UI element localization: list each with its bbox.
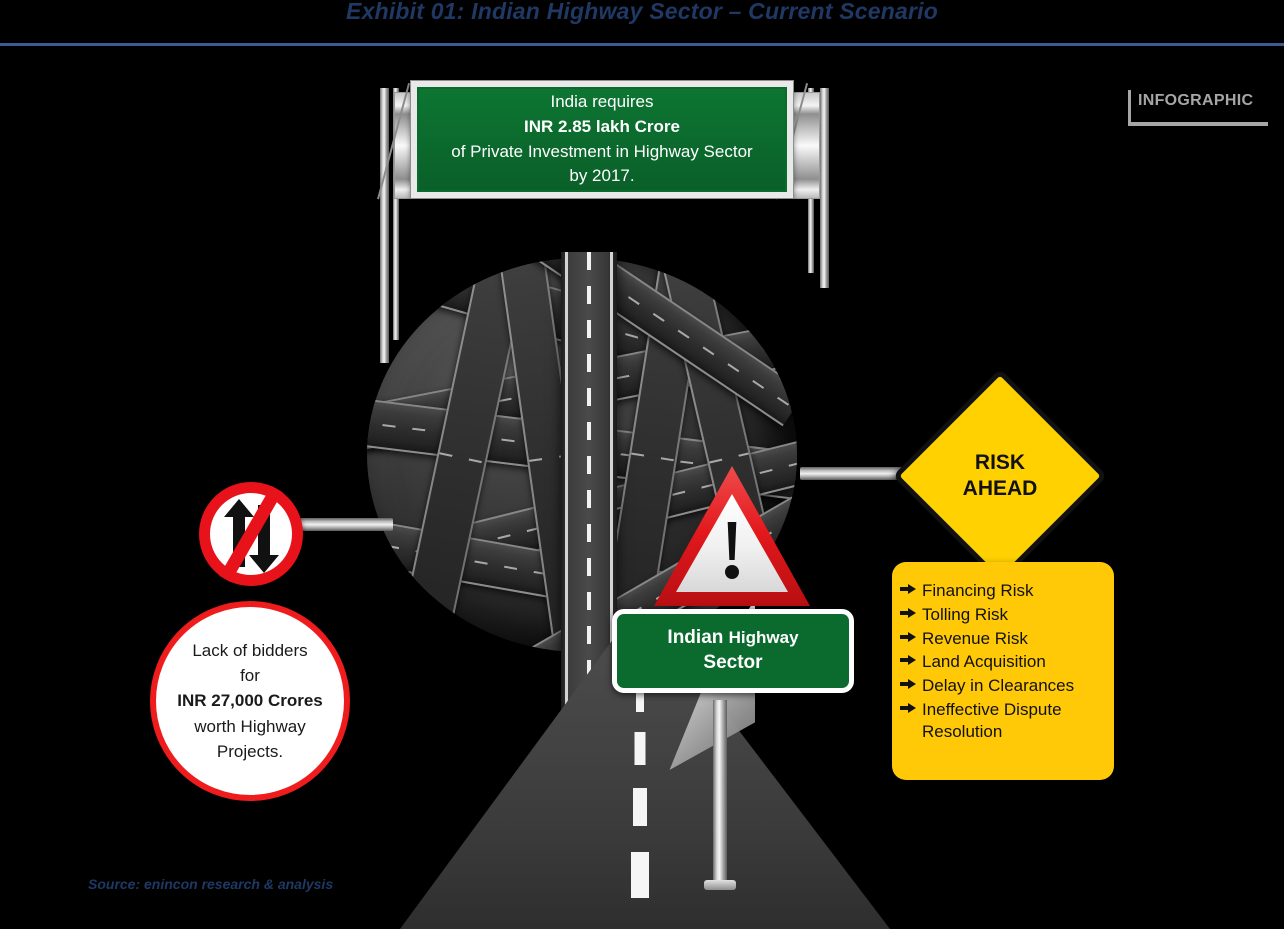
risk-list-item: Financing Risk [900,580,1104,602]
risk-list-item: Ineffective Dispute Resolution [900,699,1104,743]
source-note: Source: enincon research & analysis [88,876,334,892]
lack-of-bidders-callout: Lack of bidders for INR 27,000 Crores wo… [150,601,350,801]
road-dash [631,852,649,898]
bidders-line-5: Projects. [216,741,284,761]
gantry-sign-line-3: of Private Investment in Highway Sector [451,141,753,161]
arrow-bullet-icon [900,584,916,594]
gantry-bracket-right [775,82,820,199]
risk-list-panel: Financing Risk Tolling Risk Revenue Risk… [892,562,1114,780]
risk-ahead-sign: RISK AHEAD [892,368,1108,584]
risk-list-item: Revenue Risk [900,628,1104,650]
overhead-green-sign: India requires INR 2.85 lakh Crore of Pr… [410,80,794,199]
risk-ahead-label: RISK AHEAD [924,400,1076,552]
gantry-post-right [820,88,829,288]
arrow-bullet-icon [900,607,916,618]
connector-bar-left [293,518,393,531]
risk-list-item: Land Acquisition [900,651,1104,673]
risk-list-item: Tolling Risk [900,604,1104,626]
road-dash [633,788,647,826]
arrow-bullet-icon [900,702,916,713]
gantry-sign-line-2: INR 2.85 lakh Crore [524,116,680,136]
infographic-badge: INFOGRAPHIC [1128,90,1268,126]
risk-list-item-label: Revenue Risk [922,628,1028,648]
highway-edge-right [610,252,613,722]
sector-line-1-rest: Highway [728,628,799,648]
page-title: Exhibit 01: Indian Highway Sector – Curr… [346,0,938,24]
warning-exclamation-triangle-icon [654,466,810,606]
risk-ahead-line-1: RISK [974,450,1026,474]
risk-list-item-label: Delay in Clearances [922,676,1075,695]
risk-list-item: Delay in Clearances [900,675,1104,697]
main-highway-strip [561,252,617,722]
bidders-line-1: Lack of bidders [192,641,308,661]
exclamation-stem [727,522,737,560]
overhead-green-sign-body: India requires INR 2.85 lakh Crore of Pr… [417,87,787,192]
bidders-line-4: worth Highway [194,716,306,736]
no-two-way-traffic-icon [199,482,303,586]
sector-line-1-bold: Indian [667,627,724,649]
arrow-bullet-icon [900,631,916,642]
title-divider [0,43,1284,46]
gantry-sign-line-1: India requires [550,91,654,111]
indian-highway-sector-sign: Indian Highway Sector [612,609,854,693]
sign-post [704,700,736,890]
infographic-badge-label: INFOGRAPHIC [1138,92,1254,109]
bidders-line-3: INR 27,000 Crores [177,691,323,711]
risk-list-item-label: Tolling Risk [922,604,1008,624]
road-dash [636,684,644,712]
arrow-bullet-icon [900,679,916,689]
sector-sign-text: Indian Highway Sector [667,626,798,675]
arrow-bullet-icon [900,655,916,666]
badge-horizontal-rule [1128,122,1268,126]
risk-list-item-label: Land Acquisition [922,652,1046,672]
sector-line-2: Sector [703,652,763,673]
gantry-post-left-secondary [393,88,399,340]
highway-center-dashes [587,252,591,722]
bidders-line-2: for [240,666,260,686]
gantry-sign-line-4: by 2017. [569,166,635,186]
exclamation-dot [725,565,739,579]
road-dash [634,732,646,765]
risk-ahead-line-2: AHEAD [962,477,1038,500]
sign-post-base [704,880,736,890]
highway-edge-left [565,252,568,722]
gantry-post-left [380,88,389,363]
badge-vertical-rule [1128,90,1131,123]
risk-list-item-label: Ineffective Dispute Resolution [922,699,1062,741]
bidders-callout-text: Lack of bidders for INR 27,000 Crores wo… [177,638,323,764]
risk-list-item-label: Financing Risk [922,581,1034,600]
